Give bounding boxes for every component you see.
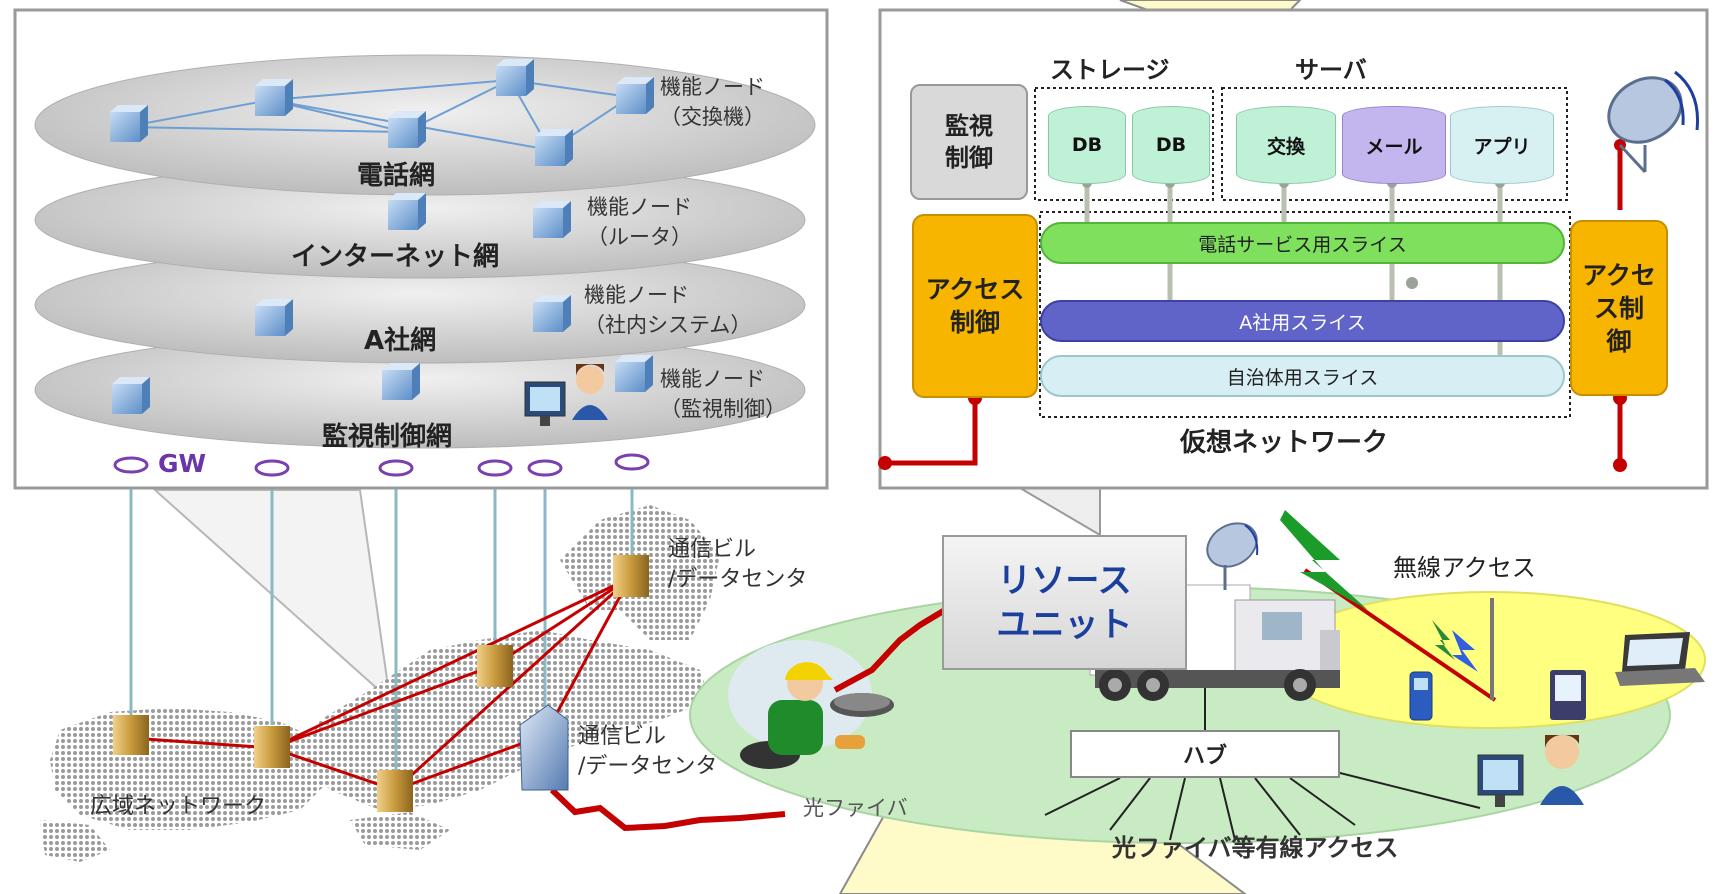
- callout-wedge-right: [1016, 487, 1101, 537]
- node-label-line: 機能ノード: [660, 75, 765, 99]
- node-label-line: （監視制御）: [660, 397, 786, 421]
- node-label-line: （交換機）: [660, 105, 765, 129]
- server-cube-icon: [533, 295, 571, 332]
- server-cube-icon: [255, 299, 293, 336]
- server-cube-icon: [615, 355, 653, 392]
- server-cube-icon: [110, 59, 654, 414]
- layer-label-phone: 電話網: [357, 161, 436, 191]
- server-exchange: 交換: [1236, 106, 1336, 184]
- server-cube-icon: [382, 363, 420, 400]
- access-left-link: [885, 395, 978, 466]
- person-at-computer-icon: [524, 364, 608, 426]
- hub-box: ハブ: [1070, 730, 1340, 778]
- server-cube-icon: [110, 105, 148, 142]
- layer-label-company-a: A社網: [364, 326, 437, 356]
- monitor-control-box: 監視 制御: [910, 84, 1028, 200]
- slice-phone-service: 電話サービス用スライス: [1040, 222, 1565, 264]
- slice-municipality: 自治体用スライス: [1040, 355, 1565, 397]
- gw-label: GW: [158, 449, 207, 478]
- worker-icon: [740, 662, 894, 769]
- fiber-to-site: [549, 787, 786, 832]
- node-label-line: 機能ノード: [660, 367, 765, 391]
- node-label-line: 機能ノード: [584, 283, 689, 307]
- mobile-phone-icon: [1409, 671, 1433, 721]
- server-cube-icon: [535, 129, 573, 166]
- server-mail: メール: [1342, 106, 1446, 184]
- node-label-internal-system: 機能ノード （社内システム）: [584, 280, 751, 340]
- laptop-icon: [1615, 632, 1705, 686]
- access-control-left: アクセス 制御: [912, 214, 1038, 398]
- server-cube-icon: [388, 111, 426, 148]
- building-label-1: 通信ビル /データセンタ: [668, 537, 808, 592]
- node-label-monitoring: 機能ノード （監視制御）: [660, 364, 786, 424]
- server-cube-icon: [388, 193, 426, 230]
- building-icon: [113, 555, 649, 812]
- resource-unit-box: リソース ユニット: [942, 535, 1187, 670]
- node-label-router: 機能ノード （ルータ）: [587, 192, 692, 252]
- lightning-icon-small: [1432, 620, 1455, 660]
- storage-group: [1034, 87, 1214, 201]
- server-label: サーバ: [1295, 56, 1367, 84]
- slice-company-a: A社用スライス: [1040, 300, 1565, 342]
- db-cylinder-1: DB: [1048, 106, 1126, 184]
- layer-label-internet: インターネット網: [291, 242, 500, 272]
- gateway-links: [129, 462, 634, 775]
- wan-label: 広域ネットワーク: [90, 794, 267, 819]
- truck-dish-icon: [1206, 522, 1259, 590]
- db-cylinder-2: DB: [1132, 106, 1210, 184]
- person-at-computer-icon-2: [1477, 734, 1584, 807]
- server-group: [1221, 87, 1568, 201]
- fiber-to-resource-unit: [833, 607, 947, 693]
- server-app: アプリ: [1450, 106, 1554, 184]
- virtual-network-label: 仮想ネットワーク: [1180, 428, 1389, 458]
- server-cube-icon: [112, 377, 150, 414]
- wired-access-label: 光ファイバ等有線アクセス: [1112, 834, 1399, 862]
- node-label-line: （ルータ）: [587, 225, 692, 249]
- node-label-exchange: 機能ノード （交換機）: [660, 72, 765, 132]
- fiber-label: 光ファイバ: [803, 796, 908, 820]
- pda-icon: [1550, 670, 1586, 720]
- storage-label: ストレージ: [1050, 56, 1170, 84]
- satellite-dish-icon: [1607, 70, 1700, 174]
- server-cube-icon: [616, 77, 654, 114]
- server-cube-icon: [533, 201, 571, 238]
- building-label-2: 通信ビル /データセンタ: [578, 724, 718, 779]
- hub-wires: [1044, 665, 1481, 841]
- node-label-line: 機能ノード: [587, 195, 692, 219]
- server-cube-icon: [496, 59, 534, 96]
- wireless-access-label: 無線アクセス: [1393, 554, 1536, 582]
- access-control-right: アクセ ス制 御: [1570, 220, 1668, 396]
- lightning-icon: [1280, 510, 1368, 610]
- lightning-icon-blue: [1452, 630, 1478, 672]
- layer-label-monitoring: 監視制御網: [322, 422, 453, 452]
- gateway-ring-icon: [113, 453, 650, 477]
- server-cube-icon: [255, 79, 293, 116]
- node-label-line: （社内システム）: [584, 313, 752, 337]
